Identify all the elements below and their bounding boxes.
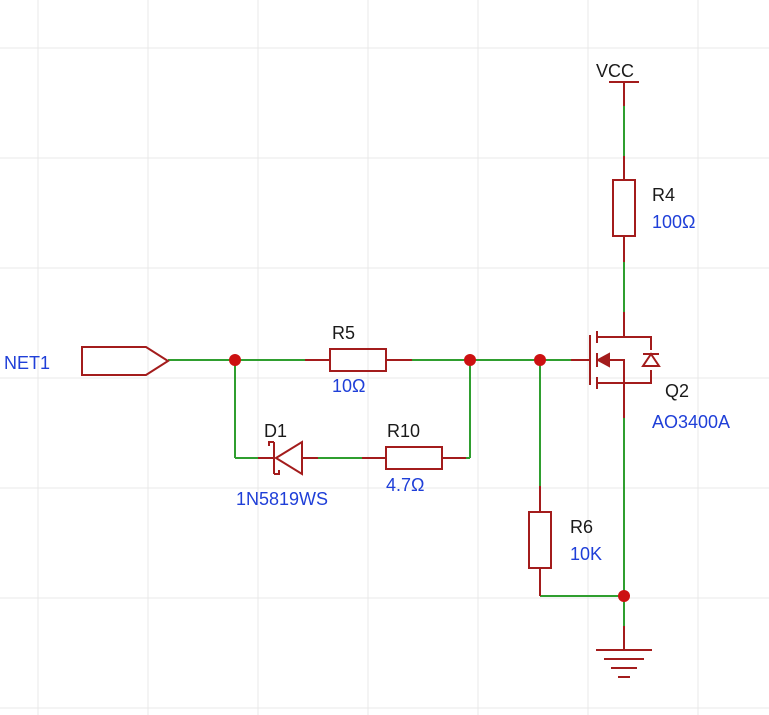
- d1-designator: D1: [264, 421, 287, 441]
- net-port-shape: [81, 346, 170, 376]
- d1-cathode-bar: [268, 441, 280, 475]
- q2-arrow: [595, 352, 610, 368]
- d1-triangle: [274, 440, 303, 476]
- resistor-r4[interactable]: R4 100Ω: [612, 156, 696, 262]
- junctions: [229, 354, 630, 602]
- wires: [168, 106, 625, 626]
- junction-dot: [618, 590, 630, 602]
- r5-body: [329, 348, 387, 372]
- resistor-r5[interactable]: R5 10Ω: [305, 323, 412, 396]
- q2-body-link: [597, 359, 625, 383]
- r4-value: 100Ω: [652, 212, 696, 232]
- r6-value: 10K: [570, 544, 602, 564]
- r10-designator: R10: [387, 421, 420, 441]
- junction-dot: [534, 354, 546, 366]
- diode-d1[interactable]: D1 1N5819WS: [236, 421, 328, 509]
- net1-port[interactable]: NET1: [4, 346, 170, 376]
- resistor-r6[interactable]: R6 10K: [528, 486, 602, 596]
- net1-label: NET1: [4, 353, 50, 373]
- r5-value: 10Ω: [332, 376, 365, 396]
- q2-value: AO3400A: [652, 412, 730, 432]
- q2-source: [597, 382, 625, 418]
- r5-designator: R5: [332, 323, 355, 343]
- d1-value: 1N5819WS: [236, 489, 328, 509]
- q2-body-diode-leads: [624, 336, 652, 384]
- q2-designator: Q2: [665, 381, 689, 401]
- r4-body: [612, 179, 636, 237]
- r6-body: [528, 511, 552, 569]
- q2-body-diode: [641, 352, 661, 367]
- r4-designator: R4: [652, 185, 675, 205]
- vcc-label: VCC: [596, 61, 634, 81]
- junction-dot: [464, 354, 476, 366]
- r6-designator: R6: [570, 517, 593, 537]
- q2-drain: [597, 312, 625, 338]
- r10-body: [385, 446, 443, 470]
- vcc-symbol[interactable]: VCC: [596, 61, 639, 106]
- resistor-r10[interactable]: R10 4.7Ω: [362, 421, 466, 495]
- r10-value: 4.7Ω: [386, 475, 424, 495]
- junction-dot: [229, 354, 241, 366]
- ground-symbol[interactable]: [596, 626, 652, 678]
- mosfet-q2[interactable]: Q2 AO3400A: [571, 312, 730, 432]
